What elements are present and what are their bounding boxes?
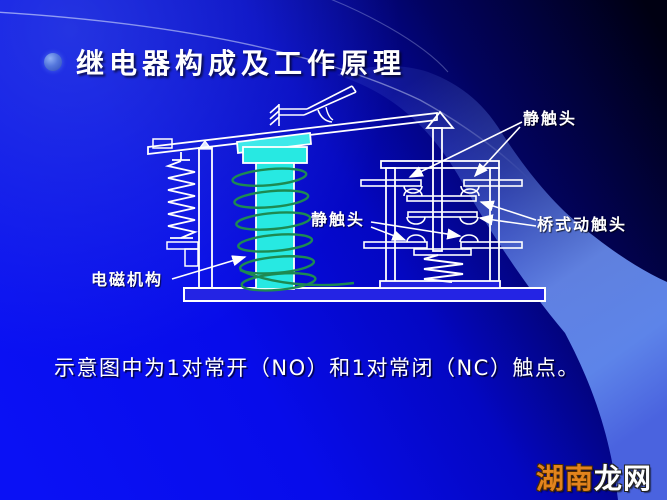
label-bridge-moving-contact: 桥式动触头: [537, 215, 628, 234]
base-plate: [183, 287, 546, 302]
coil: [231, 167, 355, 292]
pushrod: [432, 127, 443, 252]
nc-static-tip-left: [403, 185, 423, 194]
slide-title-row: 继电器构成及工作原理: [44, 42, 406, 82]
label-electromagnetic-mechanism: 电磁机构: [91, 270, 164, 289]
frame-top-bar: [380, 160, 500, 169]
label-static-contact-mid: 静触头: [311, 210, 366, 229]
arrow-static-top-right: [473, 126, 521, 178]
no-bridge-bar: [407, 211, 478, 218]
watermark-part2: 龙网: [594, 462, 653, 495]
compression-spring: [413, 248, 472, 283]
no-static-arm-right: [460, 241, 523, 249]
iron-core: [236, 131, 312, 290]
spring-anchor-tab: [152, 138, 173, 149]
hinge-linkage: [269, 85, 357, 126]
coil-lead: [239, 268, 355, 287]
nc-static-tip-right: [460, 185, 480, 194]
no-static-tip-right: [459, 234, 479, 243]
no-static-tip-left: [406, 234, 426, 243]
nc-static-arm-right: [463, 179, 523, 187]
label-static-contact-top: 静触头: [523, 109, 578, 128]
nc-bridge-tip-left: [403, 188, 423, 197]
arrow-electromagnet: [171, 255, 247, 280]
armature-bar: [147, 111, 438, 156]
top-arc-line: [0, 11, 531, 181]
arrow-static-top-left: [408, 121, 523, 178]
nc-static-arm-left: [360, 179, 422, 187]
core-cap: [242, 146, 308, 164]
arrow-bridge-upper: [479, 200, 537, 221]
slide-title: 继电器构成及工作原理: [76, 47, 407, 80]
arrow-static-mid-left: [370, 226, 407, 241]
no-bridge-tip-left: [406, 216, 426, 225]
title-bullet-icon: [44, 53, 62, 71]
arrow-static-mid-right: [370, 221, 462, 240]
watermark-part1: 湖南: [536, 462, 595, 495]
frame-bottom-bar: [379, 280, 501, 289]
arrow-bridge-lower: [478, 214, 537, 227]
nc-bridge-tip-right: [460, 188, 480, 197]
watermark: 湖南龙网: [536, 457, 652, 497]
no-static-arm-left: [363, 241, 428, 249]
nc-bridge-bar: [406, 195, 477, 202]
slide-caption: 示意图中为1对常开（NO）和1对常闭（NC）触点。: [54, 356, 580, 380]
nc-contacts: [360, 179, 523, 202]
relay-diagram: [147, 85, 546, 302]
return-spring: [164, 152, 199, 267]
no-bridge-tip-right: [459, 216, 479, 225]
swoosh-band: [337, 66, 667, 500]
spring-seat: [413, 248, 472, 256]
contact-assembly: [360, 110, 523, 289]
no-contacts: [363, 211, 523, 249]
upper-arc-line: [331, 0, 449, 73]
electromagnet-unit: [147, 85, 438, 292]
annotation-arrows: [171, 121, 537, 280]
